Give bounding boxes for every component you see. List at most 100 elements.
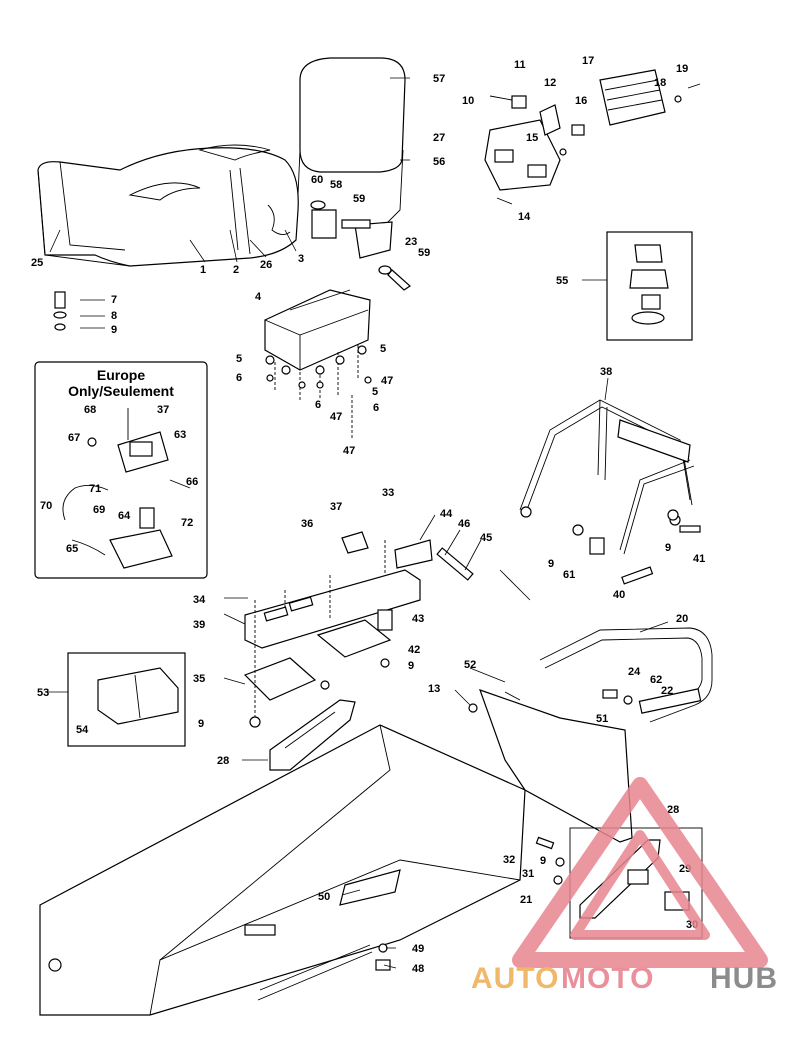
callout-35: 35	[193, 673, 205, 685]
callout-14: 14	[518, 211, 531, 223]
grommet-box	[606, 231, 693, 341]
callout-31: 31	[522, 868, 534, 880]
callout-9d: 9	[408, 660, 414, 672]
callout-47a: 47	[381, 375, 393, 387]
callout-33: 33	[382, 487, 394, 499]
callout-43: 43	[412, 613, 424, 625]
watermark-text: AUTO MOTO HUB	[471, 962, 778, 995]
callout-59b: 59	[418, 247, 430, 259]
seat-assembly	[37, 144, 299, 267]
callout-9e: 9	[198, 718, 204, 730]
callout-9f: 9	[540, 855, 546, 867]
callout-5c: 5	[372, 386, 378, 398]
callout-58: 58	[330, 179, 342, 191]
snow-flap-51	[468, 689, 633, 843]
callout-50: 50	[318, 891, 330, 903]
europe-inset	[34, 361, 208, 579]
part-53-box	[67, 652, 186, 747]
callout-38: 38	[600, 366, 612, 378]
callout-52: 52	[464, 659, 476, 671]
misc-hardware	[375, 836, 565, 971]
callout-55: 55	[556, 275, 568, 287]
callout-24: 24	[628, 666, 641, 678]
callout-27: 27	[433, 132, 445, 144]
callout-19: 19	[676, 63, 688, 75]
callout-59a: 59	[353, 193, 365, 205]
callout-5a: 5	[236, 353, 242, 365]
callout-47b: 47	[330, 411, 342, 423]
watermark-logo	[512, 777, 768, 968]
tail-light-assembly	[484, 69, 701, 205]
callout-6b: 6	[315, 399, 321, 411]
callout-49: 49	[412, 943, 424, 955]
callout-41: 41	[693, 553, 705, 565]
luggage-rack	[519, 399, 695, 555]
callout-8: 8	[111, 310, 117, 322]
callout-39: 39	[193, 619, 205, 631]
callout-2: 2	[233, 264, 239, 276]
callout-9c: 9	[665, 542, 671, 554]
callout-48: 48	[412, 963, 424, 975]
callout-46: 46	[458, 518, 470, 530]
callout-63: 63	[174, 429, 186, 441]
callout-10: 10	[462, 95, 474, 107]
callout-16: 16	[575, 95, 587, 107]
inset-title-line2: Only/Seulement	[68, 383, 174, 399]
callout-7: 7	[111, 294, 117, 306]
callout-57: 57	[433, 73, 445, 85]
callout-11: 11	[514, 59, 526, 71]
rack-hardware	[572, 509, 701, 585]
callout-13: 13	[428, 683, 440, 695]
callout-28a: 28	[217, 755, 229, 767]
callout-32: 32	[503, 854, 515, 866]
callout-44: 44	[440, 508, 453, 520]
callout-72: 72	[181, 517, 193, 529]
callout-15: 15	[526, 132, 538, 144]
callout-26: 26	[260, 259, 272, 271]
callout-6c: 6	[373, 402, 379, 414]
callout-4: 4	[255, 291, 262, 303]
callout-28b: 28	[667, 804, 679, 816]
callout-64: 64	[118, 510, 131, 522]
callout-21: 21	[520, 894, 532, 906]
mount-plate-assembly	[243, 531, 474, 728]
callout-53: 53	[37, 687, 49, 699]
callout-56: 56	[433, 156, 445, 168]
callout-22: 22	[661, 685, 673, 697]
callout-68: 68	[84, 404, 96, 416]
callout-62: 62	[650, 674, 662, 686]
chassis-tunnel	[39, 724, 526, 1016]
rear-bumper	[539, 627, 713, 723]
small-hardware-7-8-9	[53, 291, 67, 331]
watermark-moto: MOTO	[561, 962, 654, 995]
callout-51: 51	[596, 713, 608, 725]
callout-45: 45	[480, 532, 492, 544]
callout-70: 70	[40, 500, 52, 512]
callout-9a: 9	[111, 324, 117, 336]
callout-5b: 5	[380, 343, 386, 355]
callout-47c: 47	[343, 445, 355, 457]
callout-40: 40	[613, 589, 625, 601]
callout-23: 23	[405, 236, 417, 248]
backrest-assembly	[297, 57, 411, 291]
leader-lines	[45, 77, 669, 969]
rear-guard-28	[269, 699, 356, 771]
callout-60: 60	[311, 174, 323, 186]
callout-6a: 6	[236, 372, 242, 384]
storage-box	[264, 289, 372, 440]
callout-67: 67	[68, 432, 80, 444]
callout-61: 61	[563, 569, 575, 581]
callout-69: 69	[93, 504, 105, 516]
callout-34: 34	[193, 594, 206, 606]
callout-37a: 37	[157, 404, 169, 416]
callout-37b: 37	[330, 501, 342, 513]
watermark-hub: HUB	[710, 962, 778, 995]
callout-42: 42	[408, 644, 420, 656]
callout-20: 20	[676, 613, 688, 625]
callout-25: 25	[31, 257, 43, 269]
callout-17: 17	[582, 55, 594, 67]
watermark-auto: AUTO	[471, 962, 559, 995]
callout-9b: 9	[548, 558, 554, 570]
callout-66: 66	[186, 476, 198, 488]
